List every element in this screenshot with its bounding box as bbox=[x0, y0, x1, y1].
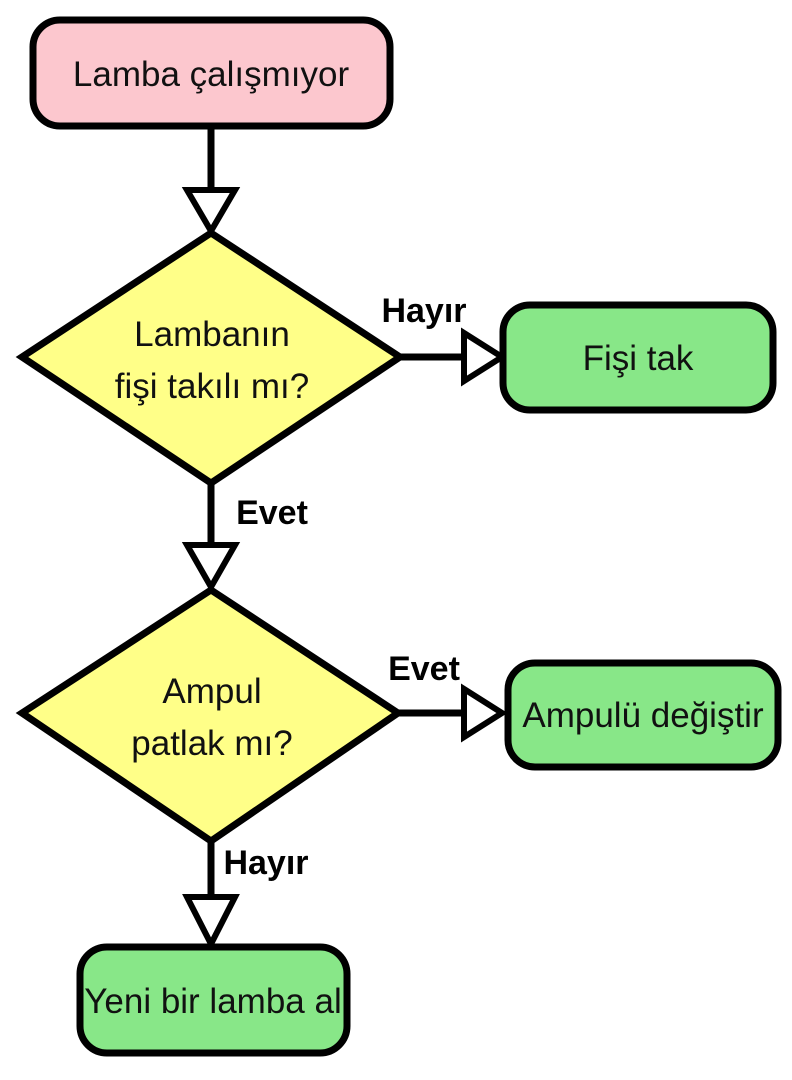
decision1-diamond bbox=[15, 228, 407, 488]
start-box bbox=[29, 16, 394, 130]
edge-label-hayir-2: Hayır bbox=[223, 844, 308, 882]
edge-start-to-decision1 bbox=[181, 124, 241, 237]
start-label: Lamba çalışmıyor bbox=[73, 55, 350, 94]
edge-decision1-to-decision2: Evet bbox=[181, 479, 308, 594]
arrowhead-right-icon bbox=[461, 327, 508, 387]
edge-decision2-to-action-bulb: Evet bbox=[388, 650, 508, 743]
edge-label-hayir-1: Hayır bbox=[381, 292, 466, 330]
edge-decision1-to-action-plug: Hayır bbox=[381, 292, 508, 387]
action-plug-label: Fişi tak bbox=[583, 339, 694, 378]
arrowhead-down-icon bbox=[181, 542, 241, 594]
edge-decision2-to-action-newlamp: Hayır bbox=[182, 837, 309, 951]
action-bulb-label: Ampulü değiştir bbox=[522, 696, 764, 735]
decision2-label-line2: patlak mı? bbox=[131, 724, 292, 763]
action-newlamp-label: Yeni bir lamba al bbox=[84, 982, 341, 1021]
node-decision1: Lambanın fişi takılı mı? bbox=[15, 228, 407, 488]
decision2-diamond bbox=[15, 585, 405, 846]
decision1-label-line2: fişi takılı mı? bbox=[115, 367, 309, 406]
node-decision2: Ampul patlak mı? bbox=[15, 585, 405, 846]
node-action-bulb: Ampulü değiştir bbox=[504, 659, 782, 771]
node-action-newlamp: Yeni bir lamba al bbox=[76, 943, 351, 1057]
arrowhead-down-icon bbox=[182, 894, 240, 951]
decision1-label-line1: Lambanın bbox=[134, 315, 290, 354]
action-bulb-box bbox=[504, 659, 782, 771]
edge-label-evet-1: Evet bbox=[236, 494, 308, 532]
node-action-plug: Fişi tak bbox=[499, 301, 777, 414]
node-start: Lamba çalışmıyor bbox=[29, 16, 394, 130]
arrowhead-down-icon bbox=[181, 187, 241, 237]
decision2-label-line1: Ampul bbox=[162, 672, 261, 711]
action-plug-box bbox=[499, 301, 777, 414]
arrowhead-right-icon bbox=[461, 683, 508, 743]
action-newlamp-box bbox=[76, 943, 351, 1057]
edge-label-evet-2: Evet bbox=[388, 650, 460, 688]
